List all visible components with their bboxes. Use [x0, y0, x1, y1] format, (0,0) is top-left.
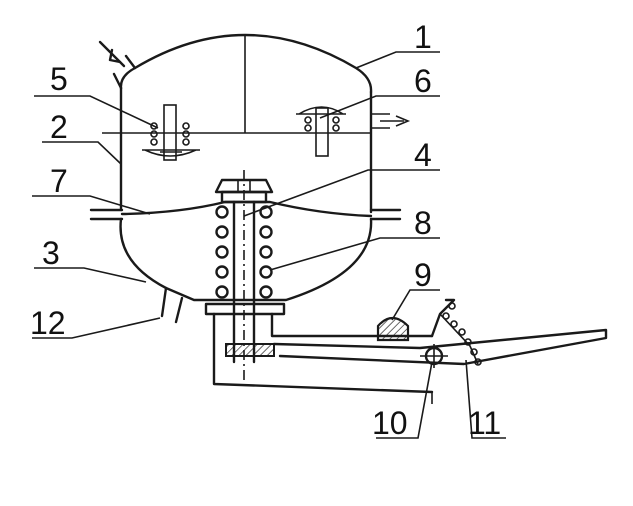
valve-5 [142, 104, 200, 161]
leader-lines [32, 51, 506, 439]
callout-labels: 1 5 6 2 4 7 8 3 9 12 10 11 [30, 19, 501, 441]
label-2: 2 [50, 109, 68, 145]
label-9: 9 [414, 257, 432, 293]
lever [225, 328, 608, 368]
vessel-upper-section [98, 33, 411, 214]
valve-6 [296, 106, 346, 157]
label-8: 8 [414, 205, 432, 241]
label-4: 4 [414, 137, 432, 173]
rod-and-spring [204, 170, 286, 380]
label-11: 11 [468, 405, 501, 441]
label-5: 5 [50, 61, 68, 97]
vessel-lower-bowl [119, 217, 373, 324]
label-12: 12 [30, 305, 66, 341]
label-6: 6 [414, 63, 432, 99]
label-3: 3 [42, 235, 60, 271]
label-7: 7 [50, 163, 68, 199]
stop-11 [430, 298, 482, 366]
label-10: 10 [372, 405, 408, 441]
label-1: 1 [414, 19, 432, 55]
weight-9 [376, 316, 410, 342]
